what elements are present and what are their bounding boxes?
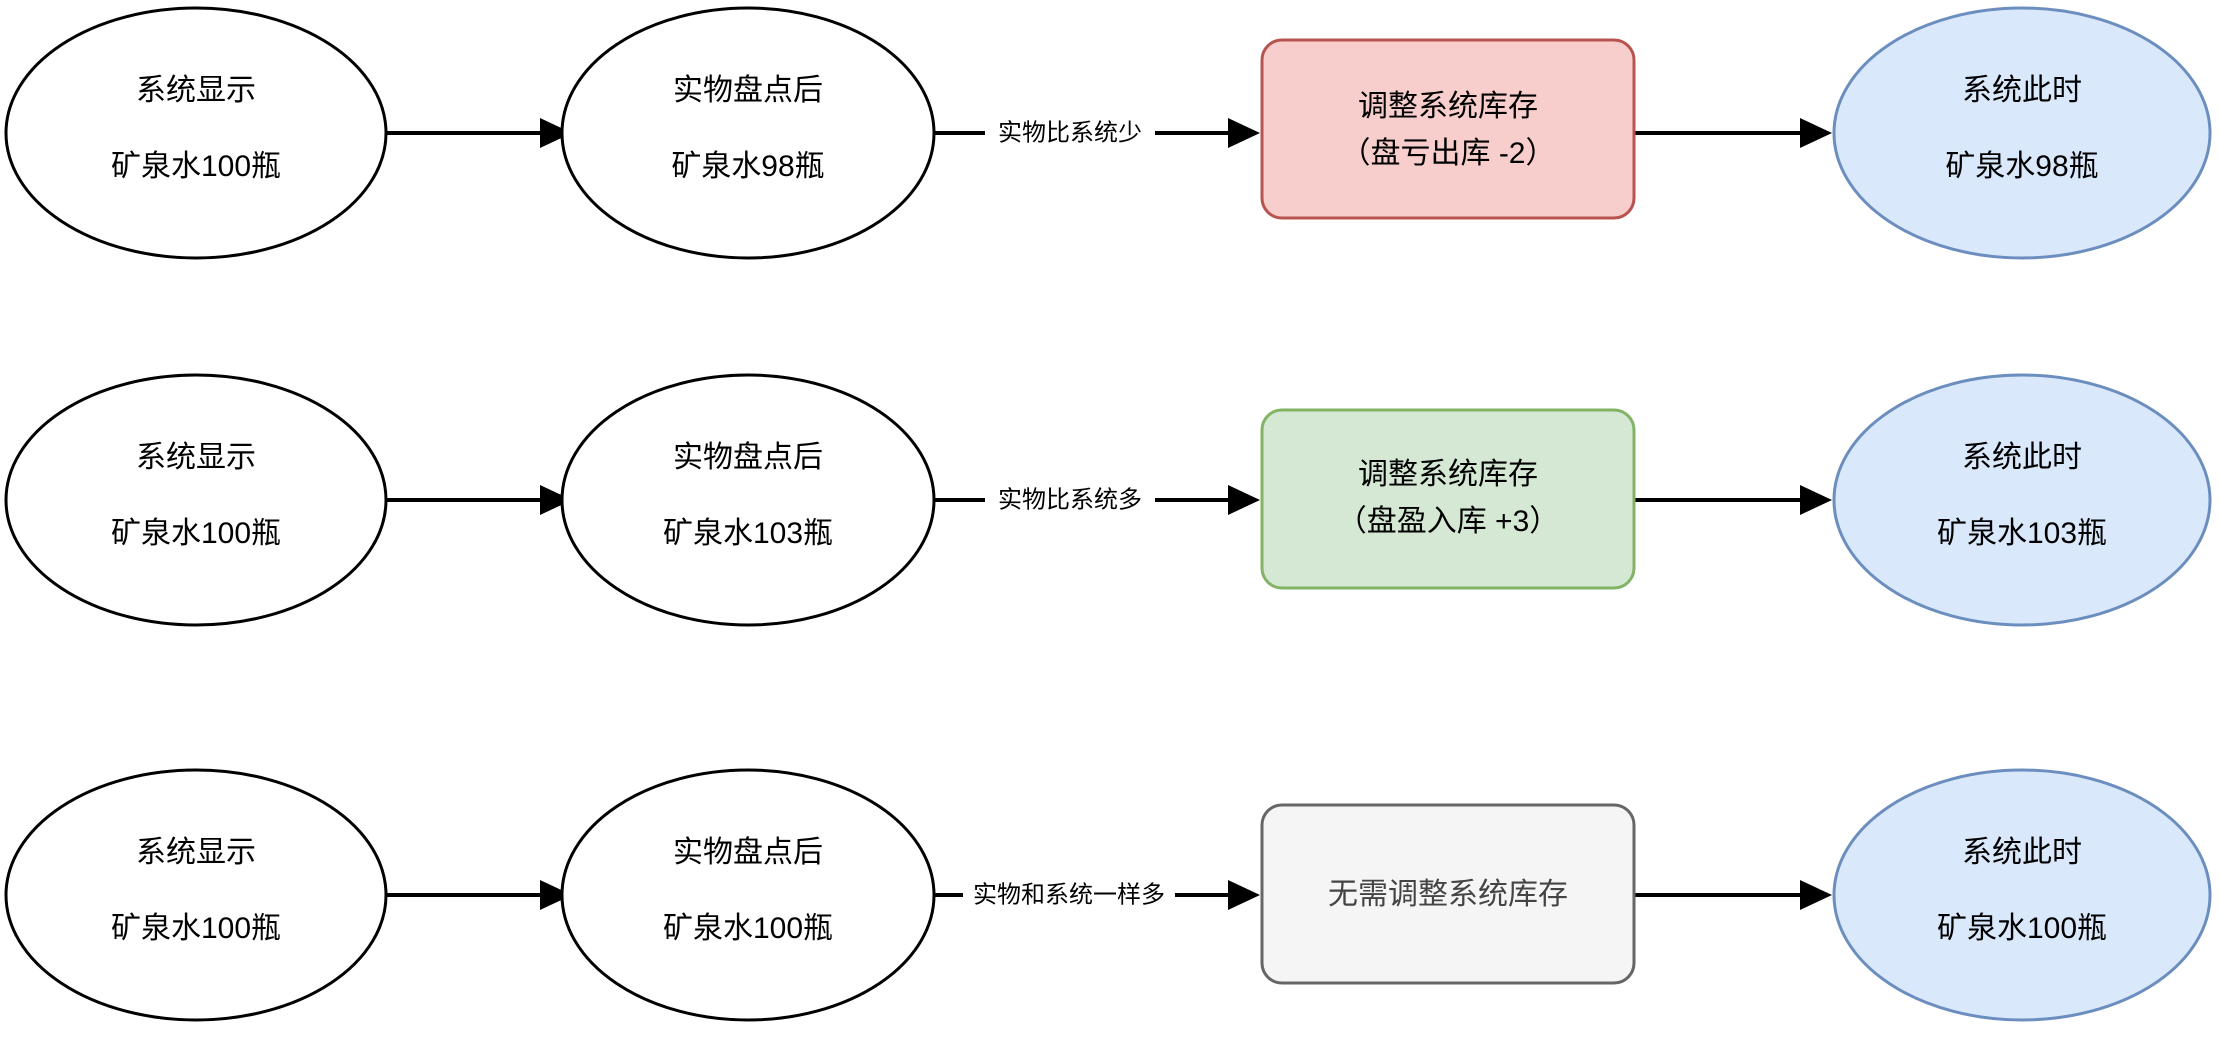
arrow-head-icon — [540, 485, 572, 515]
flow-row-match: 实物和系统一样多 系统显示 矿泉水100瓶 实物盘点后 矿泉水100瓶 无需调整… — [4, 768, 2212, 1022]
node-label-line1: 系统此时 — [1962, 74, 2082, 107]
arrow-head-icon — [1800, 485, 1832, 515]
arrow-head-icon — [1800, 118, 1832, 148]
node-label-line1: 实物盘点后 — [673, 441, 823, 474]
arrow-head-icon — [540, 118, 572, 148]
edge-start-to-count — [386, 485, 572, 515]
node-label-line1: 系统显示 — [136, 836, 256, 869]
node-label-line2: 矿泉水98瓶 — [671, 150, 824, 183]
edge-action-to-result — [1634, 118, 1832, 148]
node-start[interactable]: 系统显示 矿泉水100瓶 — [4, 768, 388, 1022]
node-label-line1: 调整系统库存 — [1358, 90, 1538, 123]
edge-count-to-action: 实物比系统多 — [934, 485, 1260, 515]
node-label-line2: 矿泉水100瓶 — [111, 912, 281, 945]
edge-label-count-to-action: 实物比系统多 — [998, 486, 1142, 513]
node-start[interactable]: 系统显示 矿泉水100瓶 — [4, 6, 388, 260]
node-shape-ellipse[interactable] — [1832, 768, 2212, 1022]
node-count[interactable]: 实物盘点后 矿泉水98瓶 — [560, 6, 936, 260]
edge-start-to-count — [386, 118, 572, 148]
node-shape-ellipse[interactable] — [1832, 6, 2212, 260]
node-label-line1: 无需调整系统库存 — [1328, 878, 1568, 911]
flow-row-shortage: 实物比系统少 系统显示 矿泉水100瓶 实物盘点后 矿泉水98瓶 — [4, 6, 2212, 260]
node-result[interactable]: 系统此时 矿泉水100瓶 — [1832, 768, 2212, 1022]
node-label-line2: 矿泉水103瓶 — [663, 517, 833, 550]
edge-label-backdrop — [985, 118, 1155, 148]
edge-label-backdrop — [985, 485, 1155, 515]
node-result[interactable]: 系统此时 矿泉水98瓶 — [1832, 6, 2212, 260]
edge-label-backdrop — [963, 880, 1175, 910]
node-shape-rect[interactable] — [1260, 803, 1636, 985]
node-label-line2: （盘亏出库 -2） — [1340, 137, 1555, 170]
node-shape-ellipse[interactable] — [4, 6, 388, 260]
edge-action-to-result — [1634, 485, 1832, 515]
edge-label-count-to-action: 实物和系统一样多 — [973, 881, 1165, 908]
node-label-line1: 系统此时 — [1962, 441, 2082, 474]
edge-start-to-count — [386, 880, 572, 910]
node-label-line2: 矿泉水100瓶 — [111, 517, 281, 550]
node-count[interactable]: 实物盘点后 矿泉水103瓶 — [560, 373, 936, 627]
node-label-line1: 系统显示 — [136, 74, 256, 107]
node-label-line2: 矿泉水100瓶 — [111, 150, 281, 183]
node-label-line1: 系统此时 — [1962, 836, 2082, 869]
arrow-head-icon — [1228, 880, 1260, 910]
node-label-line2: 矿泉水100瓶 — [1937, 912, 2107, 945]
node-label-line2: 矿泉水100瓶 — [663, 912, 833, 945]
node-label-line1: 调整系统库存 — [1358, 458, 1538, 491]
arrow-head-icon — [1228, 118, 1260, 148]
node-shape-ellipse[interactable] — [560, 373, 936, 627]
node-label-line1: 系统显示 — [136, 441, 256, 474]
flow-row-surplus: 实物比系统多 系统显示 矿泉水100瓶 实物盘点后 矿泉水103瓶 调整系统库存… — [4, 373, 2212, 627]
node-shape-ellipse[interactable] — [1832, 373, 2212, 627]
node-shape-rect[interactable] — [1260, 38, 1636, 220]
node-action[interactable]: 无需调整系统库存 — [1260, 803, 1636, 985]
node-action[interactable]: 调整系统库存 （盘亏出库 -2） — [1260, 38, 1636, 220]
edge-count-to-action: 实物比系统少 — [934, 118, 1260, 148]
node-shape-ellipse[interactable] — [4, 768, 388, 1022]
node-label-line1: 实物盘点后 — [673, 836, 823, 869]
node-label-line2: 矿泉水98瓶 — [1945, 150, 2098, 183]
node-start[interactable]: 系统显示 矿泉水100瓶 — [4, 373, 388, 627]
node-shape-ellipse[interactable] — [560, 6, 936, 260]
node-label-line2: 矿泉水103瓶 — [1937, 517, 2107, 550]
arrow-head-icon — [540, 880, 572, 910]
node-label-line1: 实物盘点后 — [673, 74, 823, 107]
node-label-line2: （盘盈入库 +3） — [1337, 505, 1560, 538]
node-shape-ellipse[interactable] — [560, 768, 936, 1022]
node-shape-ellipse[interactable] — [4, 373, 388, 627]
node-result[interactable]: 系统此时 矿泉水103瓶 — [1832, 373, 2212, 627]
edge-label-count-to-action: 实物比系统少 — [998, 119, 1142, 146]
arrow-head-icon — [1800, 880, 1832, 910]
node-shape-rect[interactable] — [1260, 408, 1636, 590]
node-count[interactable]: 实物盘点后 矿泉水100瓶 — [560, 768, 936, 1022]
edge-count-to-action: 实物和系统一样多 — [934, 880, 1260, 910]
edge-action-to-result — [1634, 880, 1832, 910]
node-action[interactable]: 调整系统库存 （盘盈入库 +3） — [1260, 408, 1636, 590]
arrow-head-icon — [1228, 485, 1260, 515]
